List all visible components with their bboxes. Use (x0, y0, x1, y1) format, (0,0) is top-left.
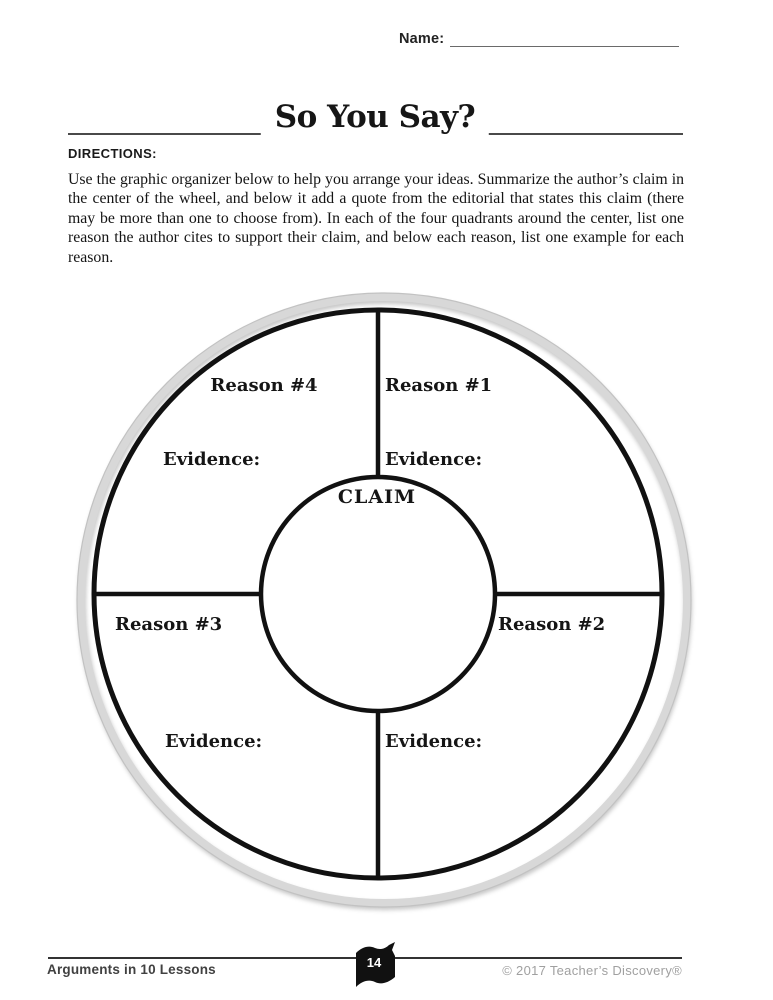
evidence-top-right-label: Evidence: (385, 449, 483, 470)
footer-book-title: Arguments in 10 Lessons (47, 962, 216, 977)
wheel-outer-rim (77, 293, 691, 907)
evidence-bottom-right-label: Evidence: (385, 731, 483, 752)
directions-paragraph: Use the graphic organizer below to help … (68, 171, 684, 266)
page-number-badge: 14 (354, 940, 397, 991)
name-label: Name: (399, 31, 445, 47)
name-row: Name: (399, 30, 679, 47)
reason-4-label: Reason #4 (210, 375, 318, 396)
wheel-diagram (76, 292, 692, 908)
evidence-bottom-left-label: Evidence: (165, 731, 263, 752)
wheel-outer-rim-edge (76, 292, 692, 908)
footer-copyright: © 2017 Teacher’s Discovery® (502, 963, 682, 978)
page-number: 14 (366, 955, 382, 970)
claim-label: CLAIM (337, 486, 417, 508)
directions-heading: DIRECTIONS: (68, 146, 157, 161)
flag-icon (356, 942, 395, 987)
reason-3-label: Reason #3 (115, 614, 223, 635)
name-blank-line (450, 32, 679, 47)
wheel-graphic-organizer: Reason #4 Reason #1 Evidence: Evidence: … (68, 284, 700, 916)
reason-1-label: Reason #1 (385, 375, 493, 396)
evidence-top-left-label: Evidence: (163, 449, 261, 470)
claim-circle (258, 474, 498, 714)
reason-2-label: Reason #2 (498, 614, 606, 635)
page-title: So You Say? (260, 99, 490, 135)
